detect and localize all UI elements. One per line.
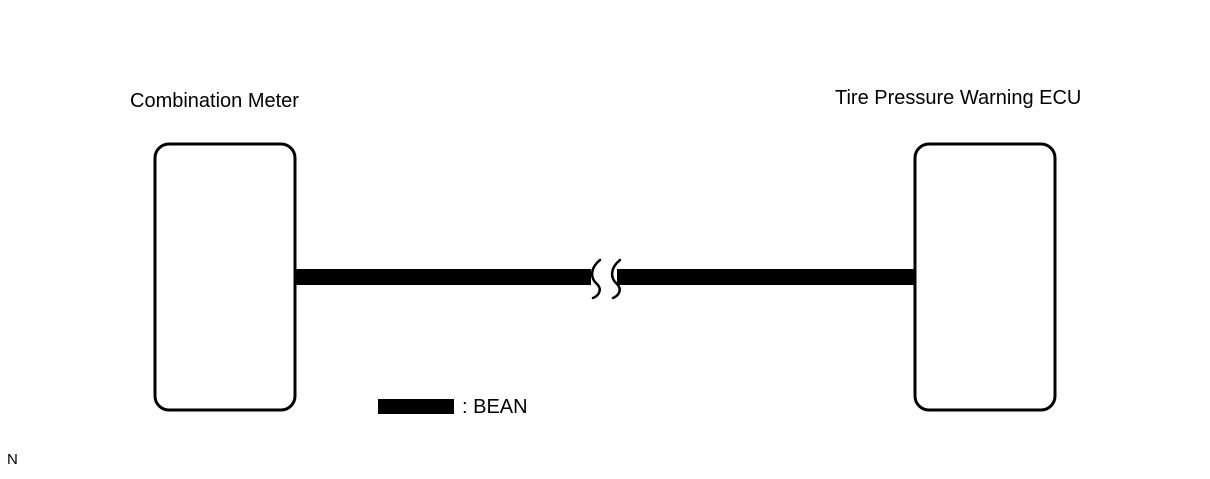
legend-bean-swatch [378, 399, 454, 414]
combination-meter-box [153, 142, 297, 412]
combination-meter-label: Combination Meter [130, 90, 299, 112]
legend-bean-label: : BEAN [462, 396, 528, 418]
bean-line-right-segment [617, 269, 914, 285]
tire-pressure-warning-ecu-box [913, 142, 1057, 412]
corner-mark: N [7, 451, 18, 468]
bean-line-left-segment [296, 269, 591, 285]
tire-pressure-warning-ecu-label: Tire Pressure Warning ECU [835, 87, 1082, 109]
line-break-symbol [590, 258, 622, 300]
